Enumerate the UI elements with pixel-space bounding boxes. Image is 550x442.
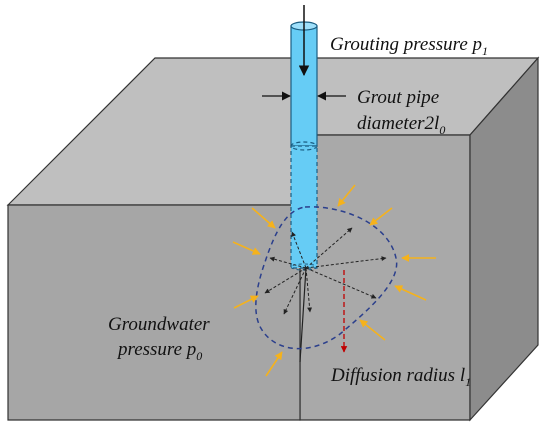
- groundwater-arrows: [232, 184, 436, 377]
- radial-arrow: [269, 256, 307, 269]
- diffusion-radius-label: Diffusion radius l1: [330, 365, 471, 389]
- crack-line: [299, 267, 307, 363]
- radial-arrow: [305, 227, 353, 269]
- radial-arrow: [283, 267, 307, 315]
- block-front-face: [7, 204, 301, 421]
- groundwater-arrow: [337, 184, 356, 207]
- groundwater-label: Groundwater: [108, 314, 210, 335]
- groundwater-arrow: [359, 319, 386, 341]
- radial-arrows: [264, 227, 387, 315]
- groundwater-arrow: [369, 207, 393, 226]
- radial-arrow: [291, 231, 307, 269]
- block-right-face: [469, 56, 539, 422]
- pipe-diameter-label: diameter2l0: [357, 113, 445, 137]
- grouting-pressure-label: Grouting pressure p1: [330, 34, 488, 58]
- radial-arrow: [305, 267, 313, 313]
- rock-block: [6, 56, 540, 422]
- pipe-mid-ring: [290, 141, 318, 151]
- radial-arrow: [264, 267, 307, 294]
- radial-arrow: [305, 256, 387, 269]
- grout-pipe: [262, 5, 346, 271]
- groundwater-arrow: [394, 285, 427, 301]
- groundwater-pressure-label: pressure p0: [116, 339, 202, 363]
- groundwater-arrow: [251, 207, 276, 229]
- diffusion-boundary: [255, 206, 398, 350]
- pipe-lower: [290, 145, 318, 269]
- groundwater-arrow: [265, 351, 283, 377]
- grout-pipe-label: Grout pipe: [357, 87, 439, 108]
- groundwater-arrow: [233, 295, 259, 309]
- groundwater-arrow: [232, 241, 261, 255]
- radial-arrow: [305, 267, 377, 299]
- diffusion-zone: [255, 206, 398, 353]
